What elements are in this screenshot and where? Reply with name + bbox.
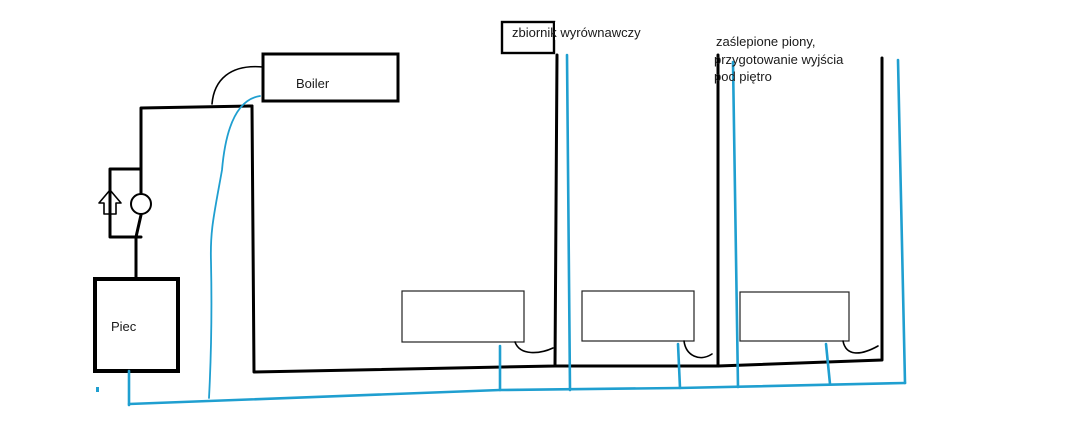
- radiator-3-body: [739, 291, 850, 342]
- radiator-2-body: [581, 290, 695, 342]
- radiator-2: [581, 290, 713, 359]
- blanked-risers-note: zaślepione piony, przygotowanie wyjścia …: [714, 34, 844, 84]
- blanked-risers-line-2: przygotowanie wyjścia: [714, 52, 844, 67]
- boiler-supply-pipe: [211, 65, 264, 105]
- supply-riser: [98, 104, 254, 281]
- blanked-risers-line-3: pod piętro: [714, 69, 772, 84]
- radiator-2-supply-connection: [683, 340, 713, 359]
- furnace-label: Piec: [111, 319, 137, 334]
- boiler: Boiler: [211, 52, 400, 105]
- supply-riser-3: [716, 56, 884, 368]
- pump-bypass-pipe: [108, 167, 143, 239]
- boiler-label: Boiler: [296, 76, 330, 91]
- radiator-1-supply-connection: [514, 341, 554, 354]
- radiator-2-return-pipe: [676, 342, 682, 390]
- return-main-pipe: [127, 381, 907, 406]
- expansion-tank-box: [500, 20, 556, 55]
- furnace-supply-pipe: [134, 104, 254, 281]
- expansion-tank-label-mask: [555, 22, 561, 40]
- expansion-tank-label: zbiornik wyrównawczy: [512, 25, 641, 40]
- radiator-1: [401, 290, 554, 354]
- radiator-3-supply-connection: [842, 340, 879, 354]
- flow-direction-arrow-icon: [98, 189, 122, 215]
- radiator-1-body: [401, 290, 525, 343]
- furnace-box: [93, 277, 180, 373]
- return-riser-3: [896, 58, 907, 385]
- blanked-risers-line-1: zaślepione piony,: [716, 34, 816, 49]
- boiler-box: [261, 52, 400, 103]
- radiator-3-return-pipe: [824, 342, 832, 386]
- boiler-return-pipe: [208, 95, 261, 399]
- pump-icon: [130, 193, 152, 215]
- expansion-tank: zbiornik wyrównawczy: [500, 20, 641, 55]
- supply-loop: [246, 53, 884, 374]
- furnace: Piec: [93, 277, 180, 373]
- return-piping: [96, 53, 907, 407]
- supply-main-pipe: [246, 53, 559, 374]
- radiator-3: [739, 291, 879, 354]
- return-riser-2: [731, 60, 740, 389]
- stray-mark: [96, 387, 99, 392]
- return-riser-1: [565, 53, 572, 392]
